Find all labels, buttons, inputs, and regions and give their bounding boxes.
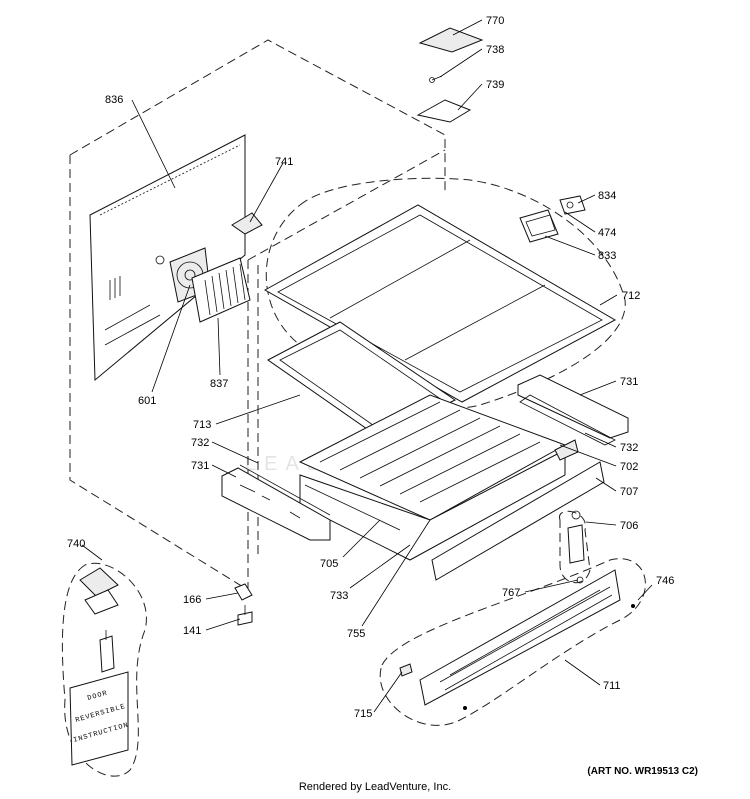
door-reversal-kit: DOOR REVERSIBLE INSTRUCTION [61, 562, 147, 777]
part-label-713: 713 [193, 419, 211, 431]
part-label-738: 738 [486, 44, 504, 56]
part-741-shape [231, 212, 263, 235]
part-label-740: 740 [67, 538, 85, 550]
part-label-733: 733 [330, 590, 348, 602]
part-label-601: 601 [138, 395, 156, 407]
part-label-166: 166 [183, 594, 201, 606]
part-label-833: 833 [598, 250, 616, 262]
hinge-assembly [559, 510, 591, 584]
part-label-770: 770 [486, 15, 504, 27]
part-label-746: 746 [656, 575, 674, 587]
part-label-702: 702 [620, 461, 638, 473]
part-label-741: 741 [275, 156, 293, 168]
art-number: (ART NO. WR19513 C2) [587, 766, 698, 777]
shelf-group-outline [265, 177, 626, 409]
part-label-731-left: 731 [191, 460, 209, 472]
top-hinge-parts [416, 27, 484, 123]
part-label-141: 141 [183, 625, 201, 637]
part-label-474: 474 [598, 227, 616, 239]
part-label-836: 836 [105, 94, 123, 106]
part-label-715: 715 [354, 708, 372, 720]
part-label-732: 732 [620, 442, 638, 454]
part-label-711: 711 [603, 680, 621, 692]
control-board [89, 134, 246, 382]
part-label-739: 739 [486, 79, 504, 91]
rendered-by-footer: Rendered by LeadVenture, Inc. [298, 781, 452, 793]
part-label-706: 706 [620, 520, 638, 532]
light-switch-parts [519, 195, 586, 243]
part-label-707: 707 [620, 486, 638, 498]
part-label-732-left: 732 [191, 437, 209, 449]
right-slide-rails [517, 374, 629, 446]
part-label-731: 731 [620, 376, 638, 388]
part-label-767: 767 [502, 587, 520, 599]
left-slide-rails [221, 464, 331, 541]
part-label-837: 837 [210, 378, 228, 390]
leveling-parts [234, 583, 253, 626]
part-label-834: 834 [598, 190, 616, 202]
part-label-755: 755 [347, 628, 365, 640]
part-labels: 770 738 739 836 741 834 474 833 712 601 … [67, 15, 674, 720]
part-label-705: 705 [320, 558, 338, 570]
callout-leaders [81, 19, 653, 713]
condenser [191, 257, 251, 323]
part-label-712: 712 [622, 290, 640, 302]
